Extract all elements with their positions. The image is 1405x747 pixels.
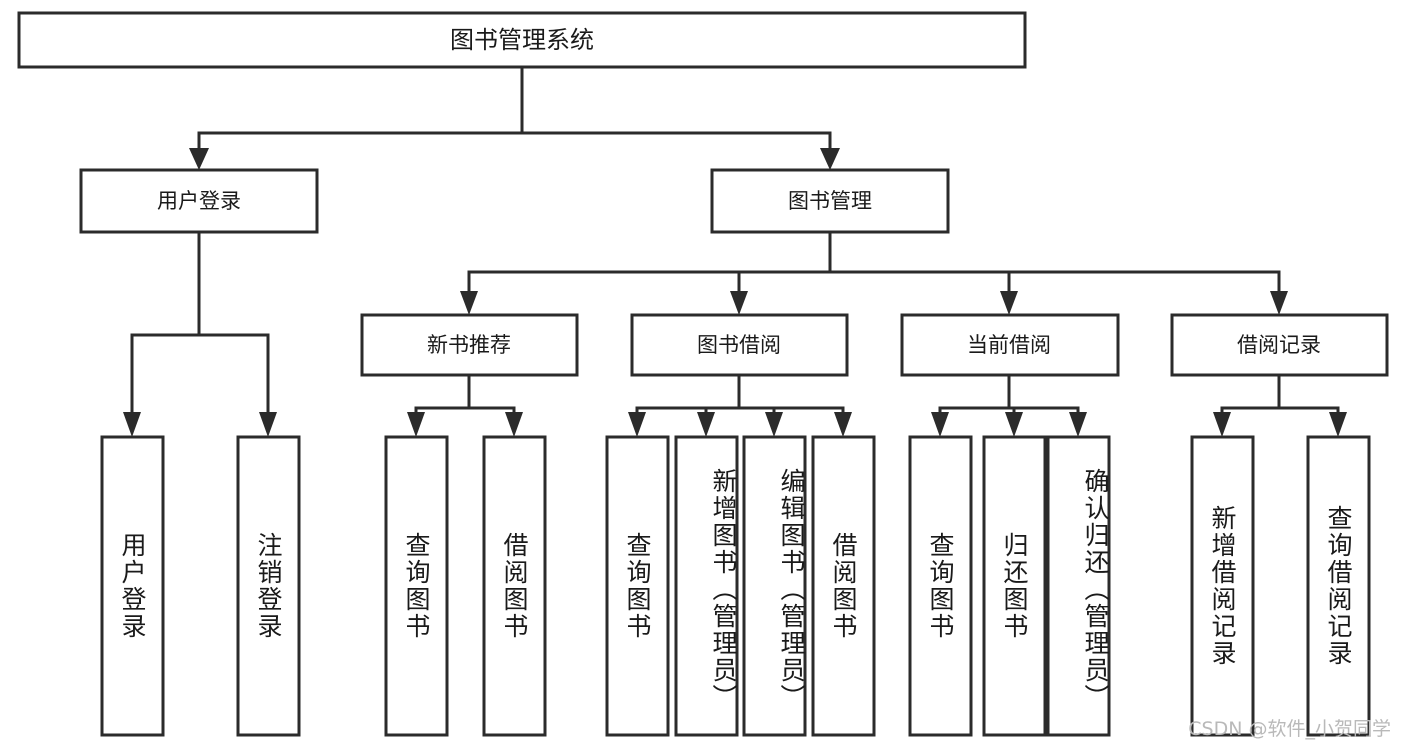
node-box-root[interactable] (17, 11, 1027, 69)
edges-borrow-to-leaves (628, 373, 852, 437)
arrow-head-icon (1329, 412, 1347, 437)
arrow-head-icon (123, 412, 141, 437)
watermark-text: CSDN @软件_小贺同学 (1188, 718, 1391, 740)
node-label-book-borrow: 图书借阅 (697, 333, 781, 357)
arrow-head-icon (1069, 412, 1087, 437)
arrow-head-icon (1000, 291, 1018, 315)
node-label-new-book-recommend: 新书推荐 (427, 333, 511, 357)
node-box-book-borrow[interactable] (630, 313, 849, 377)
node-label-borrow-record: 借阅记录 (1237, 333, 1321, 357)
node-box-leaf-user-login[interactable] (100, 435, 165, 737)
node-box-leaf-query-book-3[interactable] (908, 435, 973, 737)
arrow-head-icon (730, 291, 748, 315)
node-label-user-login: 用户登录 (157, 189, 241, 213)
arrow-head-icon (505, 412, 523, 437)
edges-newbook-to-leaves (407, 373, 523, 437)
arrow-head-icon (189, 148, 209, 170)
node-box-leaf-add-book-admin[interactable] (674, 435, 739, 737)
node-box-leaf-borrow-book-1[interactable] (482, 435, 547, 737)
node-label-current-borrow: 当前借阅 (967, 333, 1051, 357)
arrow-head-icon (628, 412, 646, 437)
node-box-leaf-query-borrow-record[interactable] (1306, 435, 1371, 737)
node-box-leaf-edit-book-admin[interactable] (742, 435, 807, 737)
arrow-head-icon (460, 291, 478, 315)
arrow-head-icon (820, 148, 840, 170)
arrow-head-icon (1005, 412, 1023, 437)
node-box-leaf-query-book-2[interactable] (605, 435, 670, 737)
node-box-leaf-add-borrow-record[interactable] (1190, 435, 1255, 737)
arrow-head-icon (1213, 412, 1231, 437)
edges-record-to-leaves (1213, 373, 1347, 437)
arrow-head-icon (407, 412, 425, 437)
node-box-leaf-logout[interactable] (236, 435, 301, 737)
node-box-book-management[interactable] (710, 168, 950, 234)
arrow-head-icon (259, 412, 277, 437)
edges-userlogin-to-leaves (123, 230, 277, 437)
arrow-head-icon (834, 412, 852, 437)
node-label-book-management: 图书管理 (788, 189, 872, 213)
arrow-head-icon (697, 412, 715, 437)
node-box-leaf-query-book-1[interactable] (384, 435, 449, 737)
node-box-user-login[interactable] (79, 168, 319, 234)
edges-current-to-leaves (931, 373, 1087, 437)
node-box-leaf-borrow-book-2[interactable] (811, 435, 876, 737)
node-box-new-book-recommend[interactable] (360, 313, 579, 377)
edges-bookmgmt-to-level3 (460, 230, 1288, 315)
node-box-leaf-return-book[interactable] (982, 435, 1047, 737)
edges-root-to-level2 (189, 65, 840, 170)
node-boxes (17, 11, 1389, 737)
node-label-root: 图书管理系统 (450, 26, 594, 54)
node-box-current-borrow[interactable] (900, 313, 1120, 377)
arrow-head-icon (1270, 291, 1288, 315)
node-box-borrow-record[interactable] (1170, 313, 1389, 377)
node-labels-horizontal: 图书管理系统 用户登录 图书管理 新书推荐 图书借阅 当前借阅 借阅记录 (157, 26, 1321, 357)
arrow-head-icon (765, 412, 783, 437)
arrow-head-icon (931, 412, 949, 437)
node-box-leaf-confirm-return-admin[interactable] (1046, 435, 1111, 737)
